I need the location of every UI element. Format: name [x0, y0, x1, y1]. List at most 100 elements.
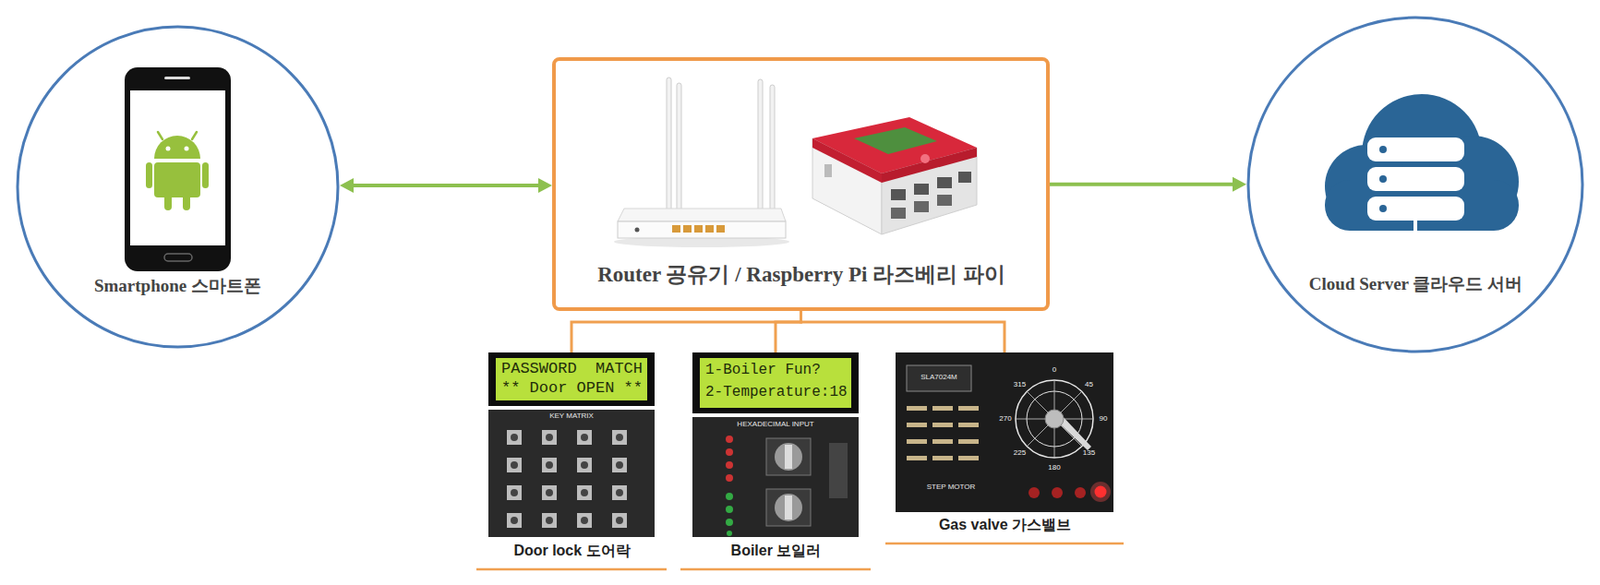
- gas-valve-photo-part-part: [906, 406, 927, 411]
- connector: [571, 311, 802, 353]
- boiler-photo-part-part: [725, 435, 734, 444]
- lcd-text: 1-Boiler Fun?: [705, 362, 821, 380]
- boiler-photo-part: [784, 445, 793, 470]
- router-picture-part: [716, 225, 725, 233]
- door-lock-photo-part-part: [577, 457, 592, 473]
- phone-icon-part: [124, 67, 231, 272]
- door-lock-photo-part-part: [545, 433, 554, 442]
- boiler-photo-part-part: [725, 461, 734, 470]
- node-label: Boiler 보일러: [696, 541, 856, 560]
- boiler-photo-part-part: [725, 505, 734, 514]
- connector: [339, 178, 553, 193]
- door-lock-photo-part-part: [510, 489, 518, 497]
- door-lock-photo-part-part: [612, 430, 627, 446]
- dial-number: 225: [1013, 449, 1026, 458]
- door-lock-photo-part-part: [545, 517, 554, 525]
- door-lock-photo-part-part: [506, 485, 522, 501]
- router-picture-part: [617, 208, 786, 222]
- node-label: Door lock 도어락: [492, 541, 652, 560]
- gas-valve-photo-part: [1026, 391, 1083, 447]
- gas-valve-photo-part: [1028, 487, 1040, 499]
- chip-marking: SLA7024M: [920, 373, 958, 383]
- phone-icon-part: [145, 162, 153, 189]
- raspberry-pi-picture-part: [881, 147, 977, 183]
- phone-icon-part: [130, 90, 226, 246]
- phone-icon-part: [157, 132, 163, 140]
- boiler-photo-part: [784, 495, 793, 520]
- circle-outline: [17, 26, 338, 348]
- cloud-server-icon-part: [1379, 145, 1387, 154]
- gas-valve-photo-part: [1026, 391, 1083, 447]
- connector-line: [350, 183, 542, 188]
- door-lock-photo-part-part: [545, 461, 554, 470]
- cloud-server-icon-part: [1367, 137, 1465, 162]
- router-picture: [613, 77, 790, 248]
- phone-icon-part: [164, 76, 191, 80]
- lcd-text: 2-Temperature:18: [705, 384, 848, 402]
- dial-number: 135: [1082, 449, 1095, 458]
- door-lock-photo-part-part: [580, 489, 589, 497]
- door-lock-photo-part-part: [541, 457, 557, 473]
- raspberry-pi-picture-part: [937, 194, 952, 206]
- dial-number: 90: [1099, 415, 1108, 424]
- device-circle: Smartphone 스마트폰: [15, 24, 340, 349]
- router-picture-part: [676, 83, 682, 218]
- boiler-photo-part: [699, 358, 852, 409]
- gas-valve-photo-part: [906, 406, 979, 461]
- gas-valve-photo-part: [1074, 487, 1086, 499]
- circle-outline: [1246, 15, 1585, 354]
- phone-icon-part: [164, 192, 172, 211]
- phone-icon-part: [182, 192, 191, 211]
- door-lock-photo-part-part: [612, 485, 627, 501]
- arrow-head: [1232, 177, 1247, 193]
- gas-valve-photo-part: [1015, 380, 1094, 458]
- door-lock-photo-part-part: [541, 485, 557, 501]
- cloud-server-icon-part: [1367, 167, 1465, 192]
- phone-icon-part: [202, 162, 209, 189]
- boiler-photo-part: [725, 493, 734, 537]
- door-lock-photo-part-part: [615, 461, 624, 470]
- bracket-line: [775, 311, 802, 353]
- door-lock-photo-part: [495, 358, 648, 401]
- router-picture-part: [683, 225, 692, 233]
- door-lock-photo-part-part: [506, 457, 522, 473]
- gas-valve-photo-part: [1051, 487, 1063, 499]
- boiler-photo-part: [692, 352, 859, 414]
- door-lock-photo-part-part: [506, 430, 522, 446]
- phone-icon: [124, 67, 231, 272]
- phone-icon-part: [154, 162, 201, 198]
- bracket-line: [571, 311, 802, 353]
- door-lock-photo-part-part: [510, 461, 518, 470]
- boiler-photo: [692, 352, 859, 538]
- door-lock-photo-part-part: [615, 433, 624, 442]
- node-label: Cloud Server 클라우드 서버: [1280, 274, 1552, 296]
- dial-number: 180: [1047, 464, 1060, 473]
- panel-marking: KEY MATRIX: [549, 412, 594, 422]
- door-lock-photo-part-part: [510, 517, 518, 525]
- dial-number: 315: [1013, 380, 1026, 389]
- router-picture-part: [694, 225, 703, 233]
- door-lock-photo-part-part: [577, 513, 592, 529]
- connector: [801, 311, 1006, 353]
- panel-marking: HEXADECIMAL INPUT: [736, 421, 814, 430]
- boiler-photo-part-part: [725, 448, 734, 457]
- boiler-photo-part: [725, 435, 734, 482]
- door-lock-photo-part-part: [541, 513, 557, 529]
- arrow-head: [339, 178, 354, 193]
- circle-outline: [15, 24, 340, 349]
- arrow-head: [538, 178, 553, 193]
- boiler-photo-part: [774, 493, 803, 522]
- boiler-photo-part: [766, 438, 811, 476]
- dial-number: 0: [1052, 366, 1057, 375]
- door-lock-photo-part-part: [580, 433, 589, 442]
- gas-valve-photo: [895, 352, 1114, 513]
- gas-valve-photo-part: [1045, 409, 1064, 429]
- node-label: Smartphone 스마트폰: [48, 276, 308, 298]
- door-lock-photo-part: [488, 352, 655, 407]
- raspberry-pi-picture-part: [958, 171, 972, 183]
- door-lock-photo-part-part: [510, 433, 518, 442]
- connector: [1049, 177, 1247, 193]
- door-lock-photo-part-part: [615, 517, 624, 525]
- router-picture-part: [666, 77, 672, 217]
